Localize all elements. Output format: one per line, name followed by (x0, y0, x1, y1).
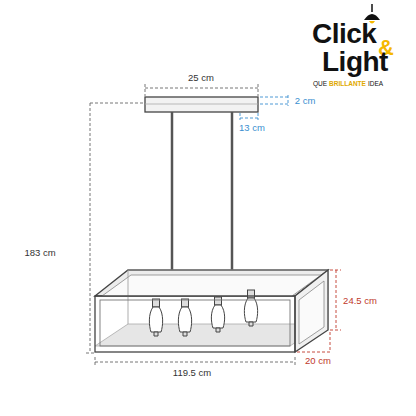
rod (171, 112, 174, 285)
logo-tagline: IDEA (368, 81, 383, 88)
rod (231, 112, 234, 285)
dimension-label: 13 cm (238, 123, 266, 133)
tagline-row: QUEBRILLANTEIDEA (313, 81, 383, 88)
canopy (145, 97, 258, 112)
dimension-label: 119.5 cm (172, 368, 212, 378)
dimension-label: 183 cm (23, 248, 56, 258)
dimension-lines (86, 84, 341, 366)
logo-tagline: BRILLANTE (329, 81, 366, 88)
logo-tagline: QUE (313, 81, 327, 88)
dimension-label: 24.5 cm (342, 296, 378, 306)
dimension-label: 20 cm (304, 356, 332, 366)
fixture-front (95, 296, 295, 352)
dimension-label: 2 cm (294, 96, 317, 106)
logo-text: Light (322, 48, 388, 76)
logo-text: Click (312, 20, 376, 48)
bulbs (149, 290, 257, 336)
dimension-label: 25 cm (187, 73, 215, 83)
fixture-frame (95, 270, 328, 352)
